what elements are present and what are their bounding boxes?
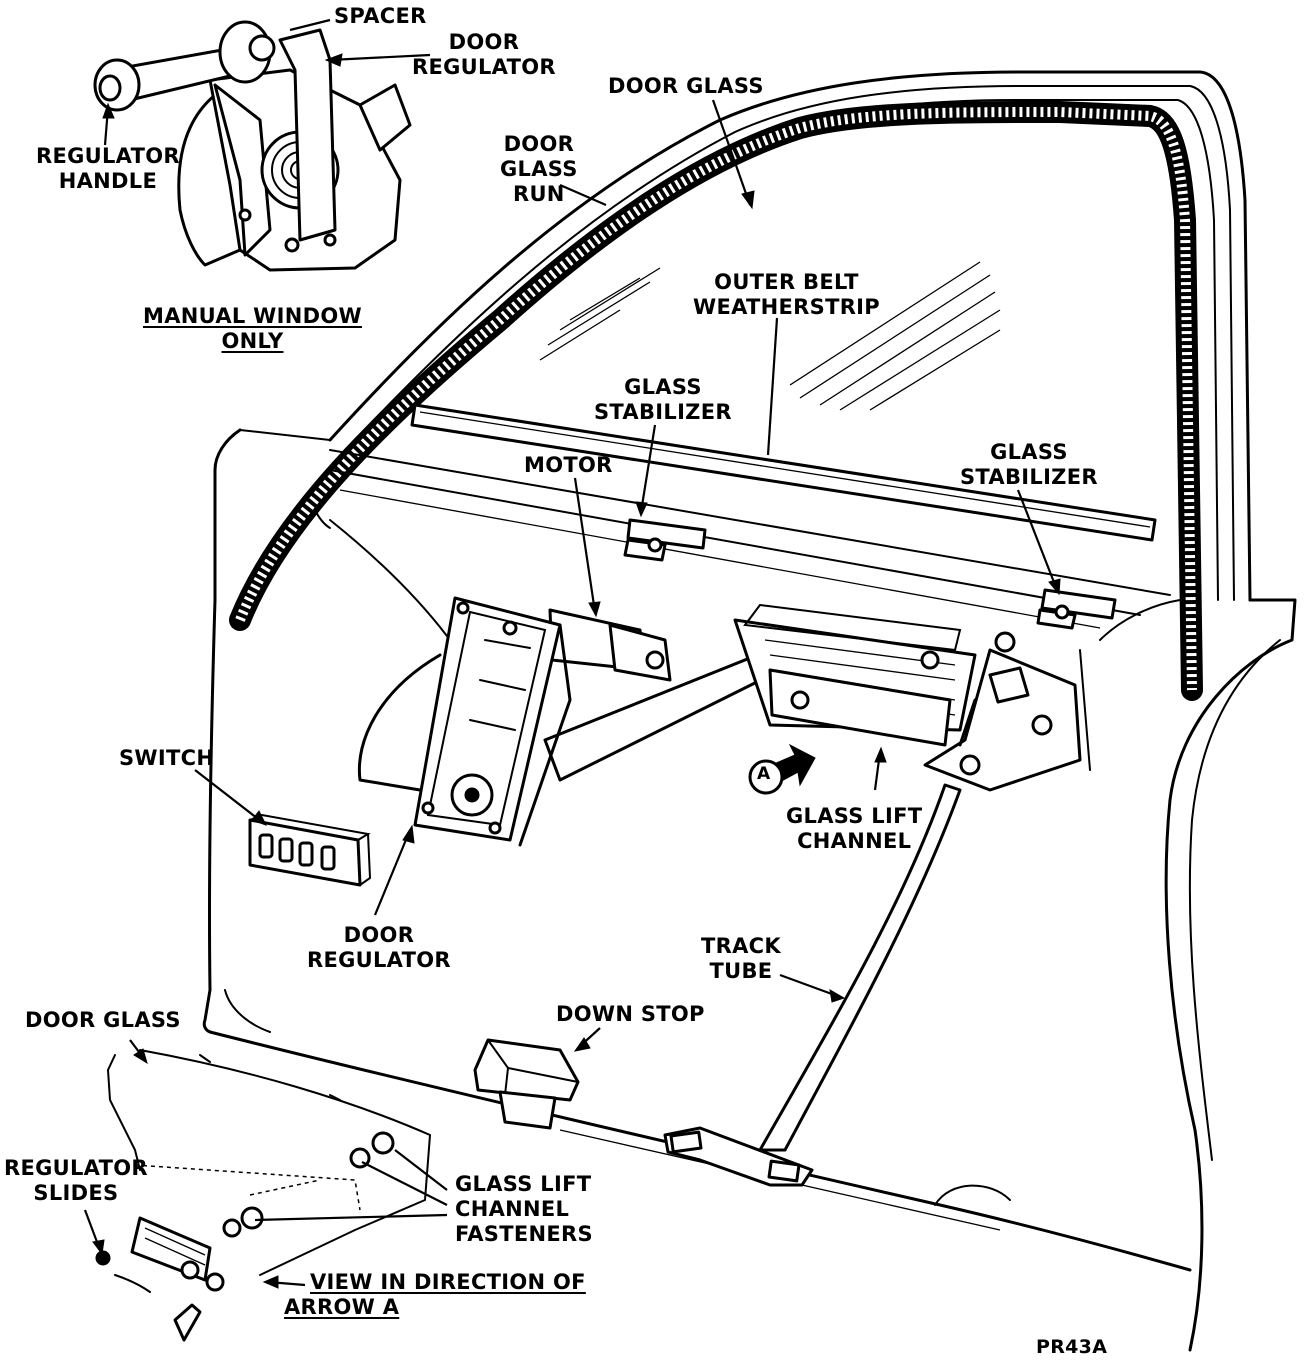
outer-belt-weatherstrip	[329, 403, 1171, 629]
glass-stabilizer-left-part	[623, 518, 707, 562]
leader-lines	[83, 18, 1061, 1289]
label-view-in-direction: VIEW IN DIRECTION OF ARROW A	[284, 1270, 586, 1319]
label-door-glass-run: DOOR GLASS RUN	[500, 132, 578, 206]
door-glass-run	[229, 100, 1203, 701]
glass-stabilizer-right-part	[1036, 588, 1117, 630]
arrow-a-marker	[748, 743, 816, 795]
down-stop-part	[473, 1038, 580, 1130]
door-glass-reflections	[539, 261, 1001, 411]
label-track-tube: TRACK TUBE	[701, 934, 781, 983]
inner-door-panel	[314, 509, 1181, 771]
label-glass-stabilizer-right: GLASS STABILIZER	[960, 440, 1098, 489]
label-down-stop: DOWN STOP	[556, 1002, 705, 1026]
label-door-regulator-top: DOOR REGULATOR	[412, 30, 556, 79]
view-a-inset	[95, 1049, 432, 1342]
label-glass-lift-channel-fasteners: GLASS LIFT CHANNEL FASTENERS	[455, 1172, 593, 1246]
label-glass-lift-channel: GLASS LIFT CHANNEL	[786, 804, 923, 853]
label-arrow-a: A	[757, 764, 771, 784]
label-door-regulator-bottom: DOOR REGULATOR	[307, 923, 451, 972]
switch-part	[248, 813, 372, 887]
label-regulator-handle: REGULATOR HANDLE	[36, 144, 180, 193]
label-switch: SWITCH	[119, 746, 215, 770]
label-door-glass-bottom: DOOR GLASS	[25, 1008, 181, 1032]
glass-lift-channel-part	[733, 603, 1082, 792]
figure-code: PR43A	[1036, 1336, 1108, 1358]
label-glass-stabilizer-left: GLASS STABILIZER	[594, 375, 732, 424]
label-spacer: SPACER	[334, 4, 427, 28]
label-manual-window-only: MANUAL WINDOW ONLY	[143, 304, 362, 353]
track-tube-part	[663, 783, 962, 1187]
power-regulator-assembly	[357, 596, 787, 847]
manual-regulator-inset	[93, 20, 412, 272]
label-outer-belt-weatherstrip: OUTER BELT WEATHERSTRIP	[693, 270, 880, 319]
label-door-glass-top: DOOR GLASS	[608, 74, 764, 98]
label-motor: MOTOR	[524, 453, 613, 477]
label-regulator-slides: REGULATOR SLIDES	[4, 1156, 148, 1205]
